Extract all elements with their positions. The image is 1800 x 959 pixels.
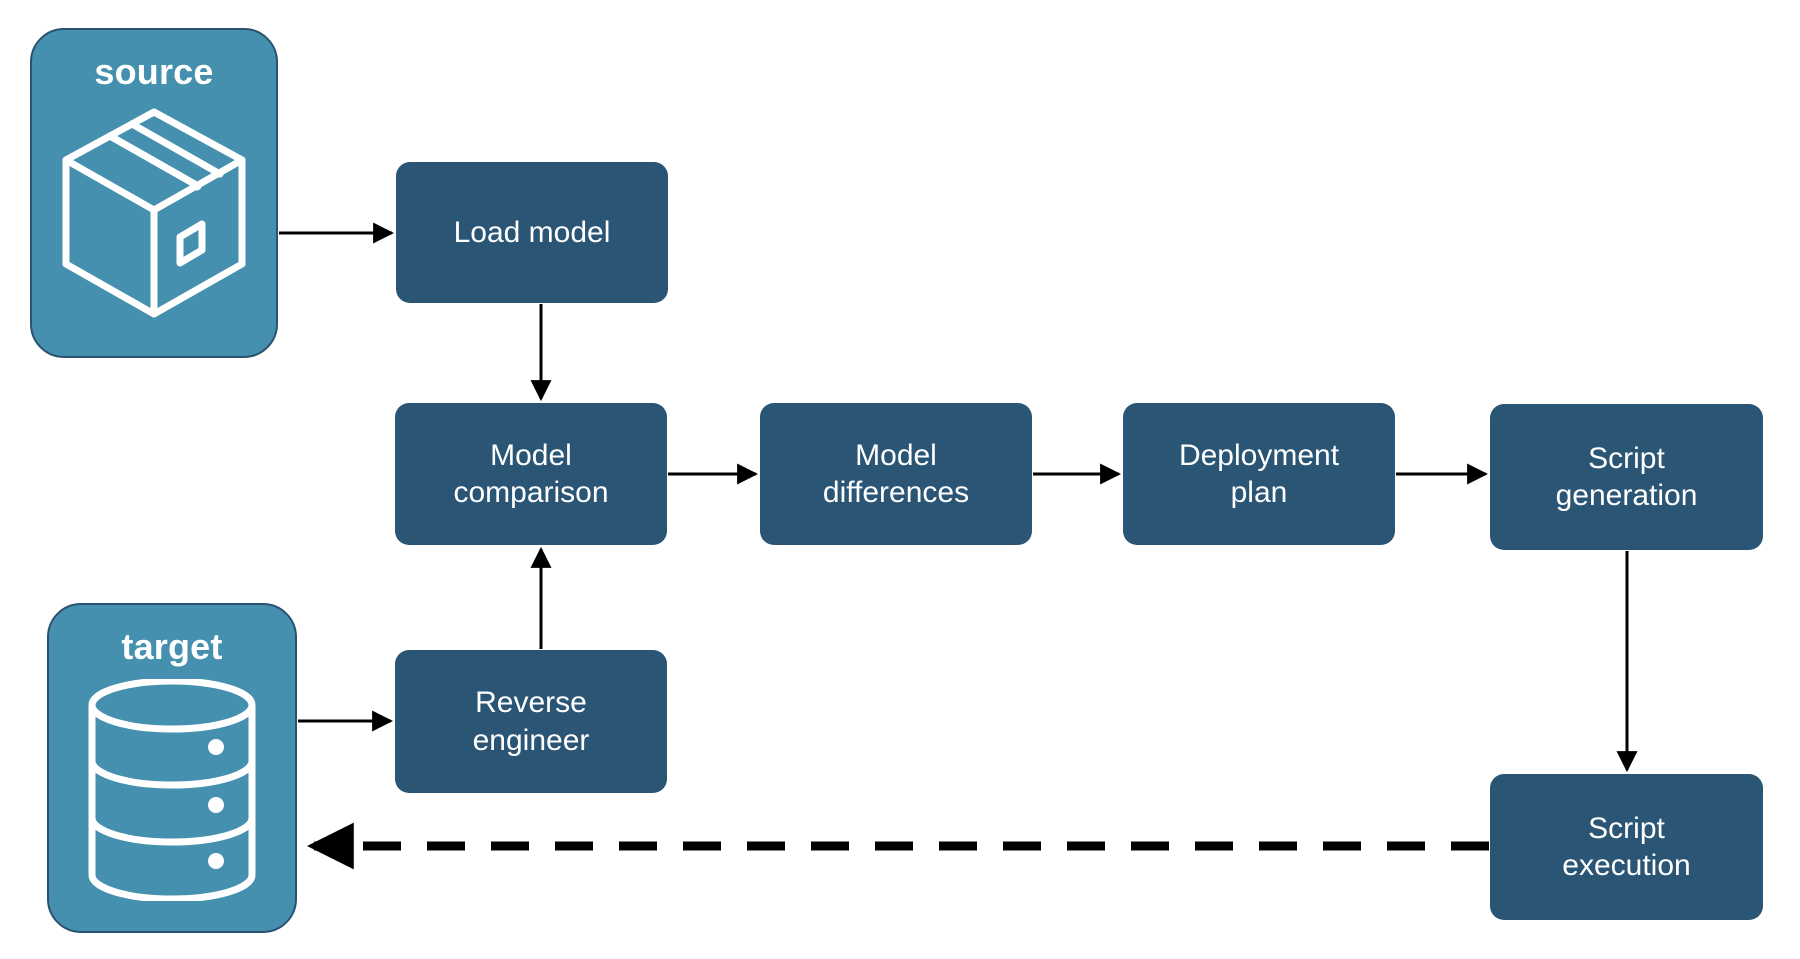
endpoint-card-target[interactable]: target [47,603,297,933]
endpoint-label-source: source [94,51,214,92]
package-box-icon [62,108,246,318]
node-label-deployment-plan: Deployment plan [1178,438,1340,509]
node-model-differences[interactable]: Model differences [760,403,1032,545]
node-label-load-model: Load model [453,215,611,249]
node-reverse-engineer[interactable]: Reverse engineer [395,650,667,793]
node-label-script-generation: Script generation [1555,441,1698,512]
node-label-model-comparison: Model comparison [453,438,609,509]
database-cylinder-icon [88,679,256,901]
node-label-reverse-engineer: Reverse engineer [472,686,590,757]
node-label-model-differences: Model differences [822,438,970,509]
node-label-script-execution: Script execution [1562,811,1691,882]
node-script-generation[interactable]: Script generation [1490,404,1763,550]
node-load-model[interactable]: Load model [396,162,668,303]
node-model-comparison[interactable]: Model comparison [395,403,667,545]
node-script-execution[interactable]: Script execution [1490,774,1763,920]
node-deployment-plan[interactable]: Deployment plan [1123,403,1395,545]
endpoint-card-source[interactable]: source [30,28,278,358]
endpoint-label-target: target [121,626,223,667]
